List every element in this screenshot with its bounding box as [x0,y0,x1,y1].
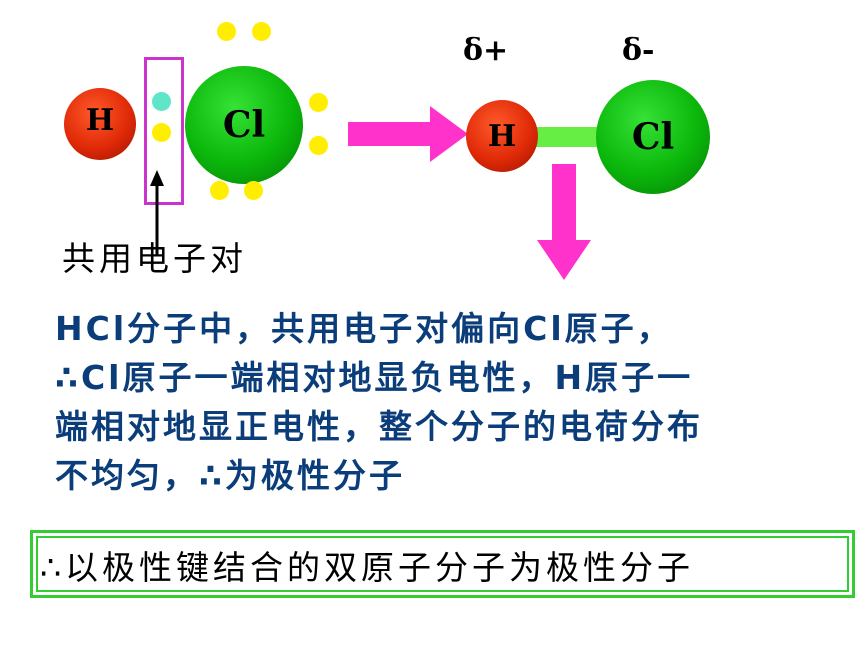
lone-pair-electron [217,22,236,41]
explanation-paragraph: HCl分子中，共用电子对偏向Cl原子， ∴Cl原子一端相对地显负电性，H原子一 … [55,304,855,500]
lone-pair-electron [309,136,328,155]
explanation-line: HCl分子中，共用电子对偏向Cl原子， [55,309,673,348]
conclusion-text: ∴以极性键结合的双原子分子为极性分子 [40,548,694,587]
conclusion-box-inner-border [36,536,849,592]
chlorine-label-right: Cl [631,116,675,158]
hydrogen-atom-right: H [466,100,538,172]
chlorine-shared-electron [152,123,171,142]
hydrogen-label-right: H [487,118,517,154]
pointer-arrow [150,170,164,256]
explanation-line: 不均匀，∴为极性分子 [55,456,405,495]
lone-pair-electron [244,181,263,200]
lone-pair-electron [252,22,271,41]
chlorine-atom-left: Cl [185,66,303,184]
lone-pair-electron [210,181,229,200]
delta-positive-label: δ+ [463,33,509,68]
shared-pair-caption: 共用电子对 [62,239,247,278]
reaction-arrow-down [537,164,591,280]
hydrogen-atom-left: H [64,88,136,160]
hydrogen-label-left: H [85,102,115,138]
explanation-line: ∴Cl原子一端相对地显负电性，H原子一 [55,358,694,397]
shared-pair-box [144,57,184,205]
lone-pair-electron [309,93,328,112]
delta-negative-label: δ- [622,33,655,68]
explanation-line: 端相对地显正电性，整个分子的电荷分布 [55,407,703,446]
chlorine-atom-right: Cl [596,80,710,194]
hcl-bond [530,127,610,147]
reaction-arrow-right [348,106,468,162]
hydrogen-electron [152,92,171,111]
conclusion-box [30,530,855,598]
chlorine-label-left: Cl [222,104,266,146]
